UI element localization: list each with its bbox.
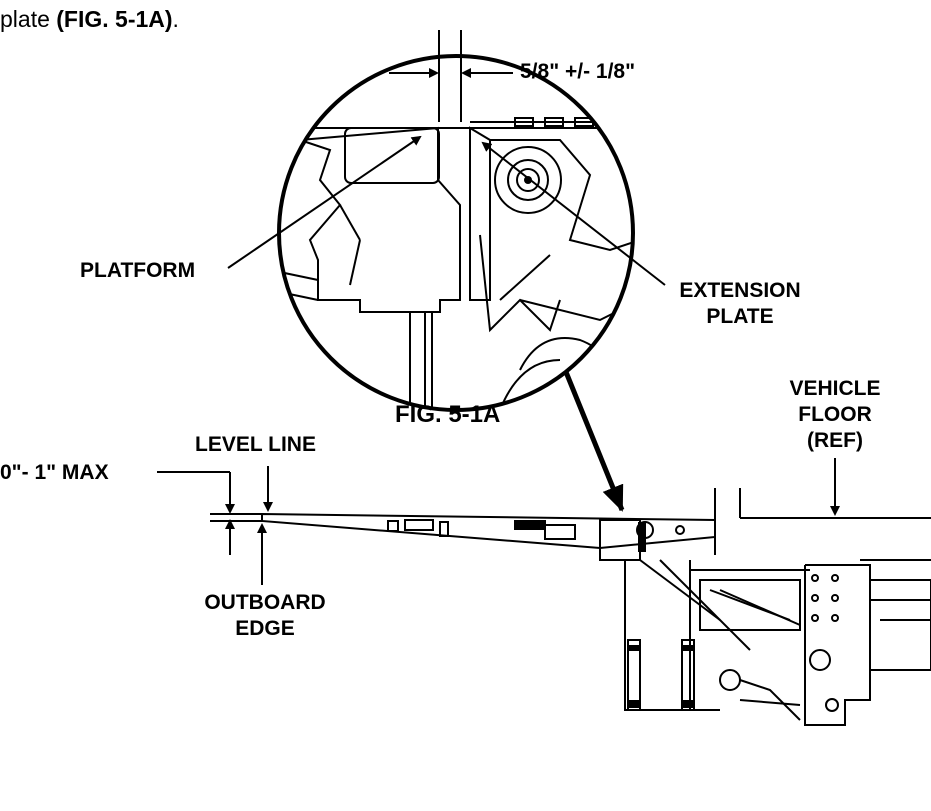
liftgate-mechanism [261, 488, 931, 726]
detail-view-circle [277, 54, 635, 412]
outboard-edge-label-line2: EDGE [235, 617, 295, 640]
leader-lines [157, 135, 840, 585]
extension-plate-label: EXTENSION PLATE [665, 278, 815, 330]
gap-dimension-label: 5/8" +/- 1/8" [520, 60, 636, 83]
figure-caption: FIG. 5-1A [395, 401, 501, 428]
outboard-edge-label-line1: OUTBOARD [204, 591, 326, 614]
extension-plate-label-line2: PLATE [706, 305, 774, 328]
outboard-edge-label: OUTBOARD EDGE [185, 590, 345, 642]
vehicle-floor-label: VEHICLE FLOOR (REF) [780, 376, 890, 454]
extension-plate-label-line1: EXTENSION [679, 279, 801, 302]
intro-suffix: . [172, 6, 179, 32]
gap-dimension-lines [389, 30, 513, 122]
vehicle-floor-label-line3: (REF) [807, 429, 863, 452]
level-line-label: LEVEL LINE [195, 433, 316, 456]
intro-text: plate (FIG. 5-1A). [0, 6, 179, 33]
detail-callout-arrow [563, 371, 625, 512]
mechanism-shading [628, 522, 694, 708]
vehicle-floor-label-line2: FLOOR [798, 403, 872, 426]
intro-prefix: plate [0, 6, 57, 32]
intro-figure-ref: (FIG. 5-1A) [56, 6, 173, 32]
max-tolerance-label: 0"- 1" MAX [0, 461, 109, 484]
vehicle-floor-label-line1: VEHICLE [789, 377, 881, 400]
platform-label: PLATFORM [80, 259, 196, 282]
